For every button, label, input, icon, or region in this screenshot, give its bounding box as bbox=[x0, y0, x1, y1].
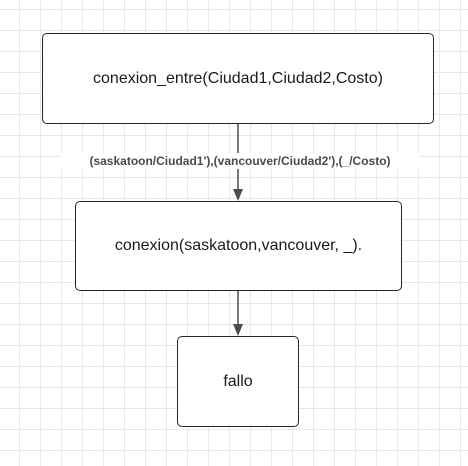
node-label: fallo bbox=[223, 372, 253, 390]
node-label: conexion(saskatoon,vancouver, _). bbox=[114, 237, 363, 254]
node-conexion-entre[interactable]: conexion_entre(Ciudad1,Ciudad2,Costo) bbox=[42, 33, 434, 124]
arrowhead-icon bbox=[233, 324, 243, 336]
edge-label-substitution: (saskatoon/Ciudad1'),(vancouver/Ciudad2'… bbox=[60, 153, 420, 169]
node-label: conexion_entre(Ciudad1,Ciudad2,Costo) bbox=[93, 69, 383, 87]
edge-n2-n3[interactable] bbox=[233, 291, 243, 336]
node-conexion-query[interactable]: conexion(saskatoon,vancouver, _). bbox=[75, 201, 402, 291]
node-fallo[interactable]: fallo bbox=[177, 336, 299, 427]
arrowhead-icon bbox=[233, 189, 243, 201]
